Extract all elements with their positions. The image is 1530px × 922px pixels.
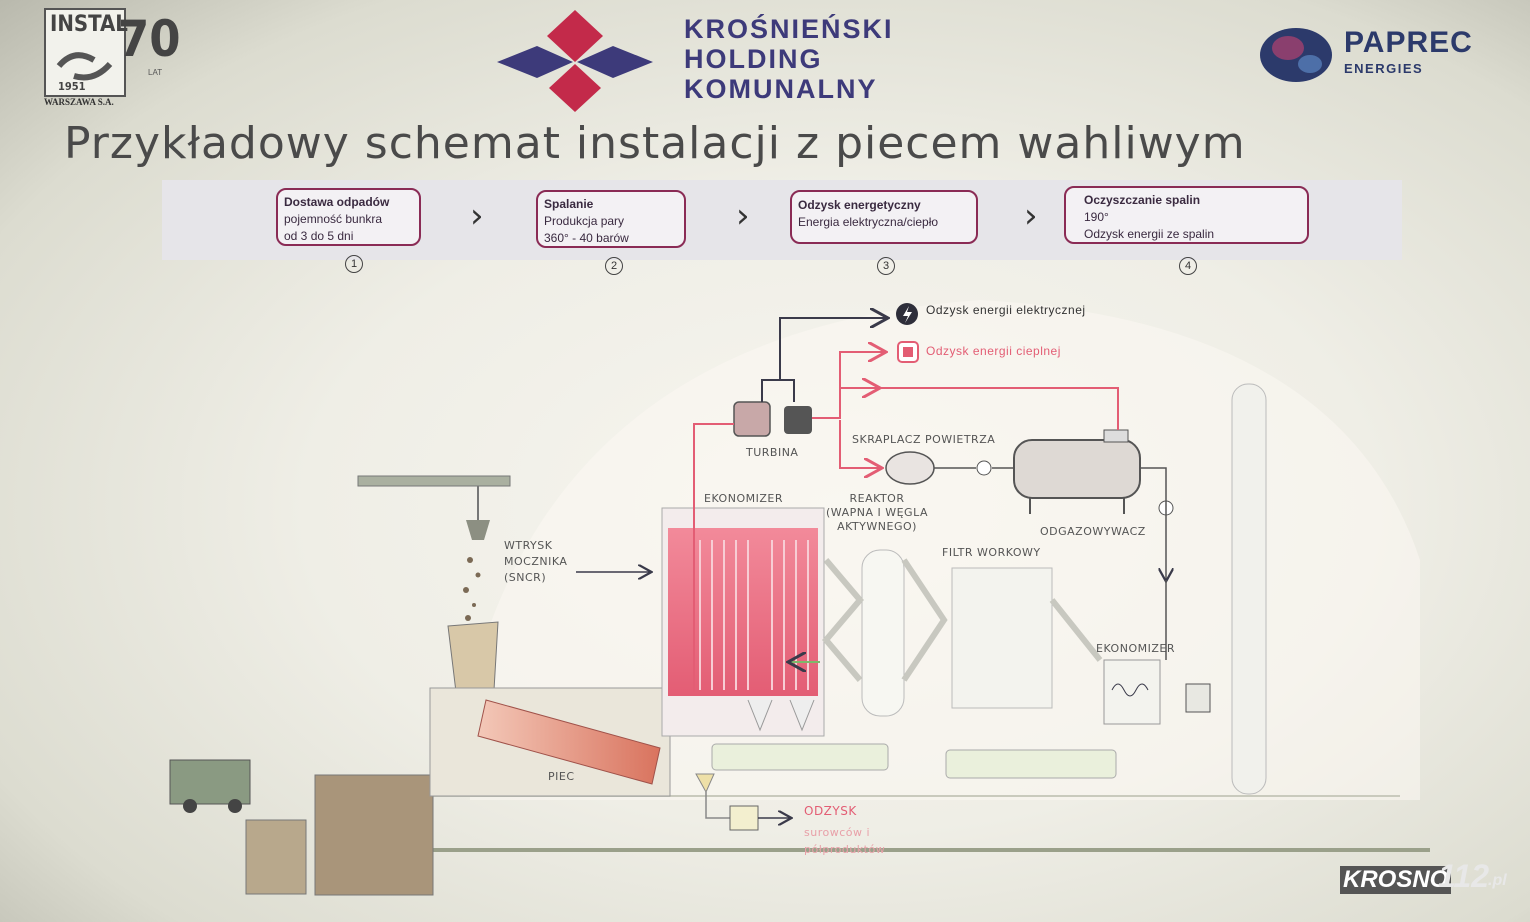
condenser-label: SKRAPLACZ POWIETRZA — [852, 433, 996, 446]
air-condenser-icon — [885, 451, 935, 485]
reactor-vessel — [861, 549, 905, 717]
step-4-box: Oczyszczanie spalin 190° Odzysk energii … — [1064, 186, 1309, 244]
step-1-box: Dostawa odpadów pojemność bunkra od 3 do… — [276, 188, 421, 246]
urea-label-2: MOCZNIKA — [504, 555, 568, 568]
step-2-title: Spalanie — [544, 197, 594, 211]
paprec-sub: ENERGIES — [1344, 61, 1424, 76]
paprec-globe-icon — [1260, 28, 1332, 82]
deaerator-tank — [1013, 439, 1141, 499]
step-4-line-2: 190° — [1084, 210, 1109, 224]
instal-arrows-icon — [56, 52, 113, 81]
ash-conveyor-2 — [945, 749, 1117, 779]
deaerator-label: ODGAZOWYWACZ — [1040, 525, 1146, 538]
electric-recovery-label: Odzysk energii elektrycznej — [926, 303, 1086, 317]
bunker-left — [245, 819, 307, 895]
step-2-line-2: Produkcja pary — [544, 214, 625, 228]
step-3-line-2: Energia elektryczna/ciepło — [798, 215, 939, 229]
water-flow-arrow — [1140, 467, 1166, 580]
watermark-112: 112 — [1438, 858, 1490, 894]
step-4-title: Oczyszczanie spalin — [1084, 193, 1201, 207]
step-4-line-3: Odzysk energii ze spalin — [1084, 227, 1215, 241]
step-1-line-2: pojemność bunkra — [284, 212, 383, 226]
step-3-box: Odzysk energetyczny Energia elektryczna/… — [790, 190, 978, 244]
chevron-right-icon: › — [470, 196, 484, 236]
garbage-truck-icon — [169, 759, 251, 805]
falling-waste — [463, 557, 481, 632]
bag-filter — [951, 567, 1053, 709]
step-2-number: 2 — [605, 257, 623, 275]
reactor-label: REAKTOR (WAPNA I WĘGLA AKTYWNEGO) — [826, 492, 928, 534]
boiler-tubes — [699, 540, 809, 690]
chevron-right-icon: › — [736, 196, 750, 236]
heat-flow-arrow — [812, 352, 884, 419]
urea-label-3: (SNCR) — [504, 571, 547, 584]
khk-line-1: KROŚNIEŃSKI — [684, 14, 894, 44]
turbine-icon — [733, 401, 771, 437]
duct-1 — [822, 558, 864, 682]
instal-lat: LAT — [148, 68, 163, 77]
economizer-top-label: EKONOMIZER — [704, 492, 783, 505]
step-4-number: 4 — [1179, 257, 1197, 275]
urea-injection-label: WTRYSK MOCZNIKA (SNCR) — [504, 538, 567, 586]
instal-logo: INSTAL 1951 — [44, 8, 128, 97]
ash-funnel — [695, 773, 715, 794]
heat-recovery-label: Odzysk energii cieplnej — [926, 344, 1061, 358]
turbine-label: TURBINA — [746, 446, 799, 459]
step-1-line-3: od 3 do 5 dni — [284, 229, 354, 243]
step-2-box: Spalanie Produkcja pary 360° - 40 barów — [536, 190, 686, 248]
economizer-coil-icon — [1111, 683, 1149, 697]
crane-rail — [357, 475, 511, 487]
kiln-label: PIEC — [548, 770, 575, 783]
recovery-sub-1: surowców i — [804, 826, 871, 839]
instal-anniversary: 70 — [118, 10, 181, 68]
watermark-pl: .pl — [1488, 872, 1507, 889]
bunker-right — [314, 774, 434, 896]
page-title: Przykładowy schemat instalacji z piecem … — [64, 118, 1246, 169]
generator-icon — [784, 406, 812, 434]
crane-grab-icon — [466, 520, 490, 540]
khk-logo-text: KROŚNIEŃSKI HOLDING KOMUNALNY — [684, 14, 894, 104]
reactor-label-2: (WAPNA I WĘGLA — [826, 506, 928, 519]
step-1-title: Dostawa odpadów — [284, 195, 390, 209]
bag-filter-label: FILTR WORKOWY — [942, 546, 1041, 559]
khk-logo-icon — [497, 10, 653, 112]
ash-conveyor-1 — [711, 743, 889, 771]
step-1-number: 1 — [345, 255, 363, 273]
khk-line-2: HOLDING — [684, 44, 823, 74]
economizer-right-label: EKONOMIZER — [1096, 642, 1175, 655]
boiler-hoppers — [747, 699, 815, 732]
electric-flow-arrow — [779, 318, 886, 380]
instal-logo-word: INSTAL — [50, 12, 128, 37]
step-2-line-3: 360° - 40 barów — [544, 231, 629, 245]
recovery-sub-2: półproduktów — [804, 843, 886, 856]
instal-logo-year: 1951 — [58, 80, 86, 93]
feed-hopper — [447, 621, 499, 693]
khk-line-3: KOMUNALNY — [684, 74, 878, 104]
rotary-kiln — [477, 699, 661, 785]
watermark-krosno: KROSNO — [1340, 866, 1452, 894]
instal-company: WARSZAWA S.A. — [44, 97, 114, 107]
reactor-label-3: AKTYWNEGO) — [837, 520, 917, 533]
paprec-name: PAPREC — [1344, 26, 1473, 59]
urea-label-1: WTRYSK — [504, 539, 553, 552]
deaerator-dome — [1103, 429, 1129, 443]
recovery-sub-label: surowców i półproduktów — [804, 824, 885, 858]
steam-line — [693, 423, 734, 692]
reactor-label-1: REAKTOR — [849, 492, 905, 505]
step-3-number: 3 — [877, 257, 895, 275]
chevron-right-icon: › — [1024, 196, 1038, 236]
recovery-label: ODZYSK — [804, 804, 857, 818]
duct-3 — [1049, 598, 1103, 662]
economizer-unit — [1103, 659, 1161, 725]
pump-icon — [976, 460, 992, 476]
fan-icon — [1185, 683, 1211, 713]
chimney-stack — [1231, 383, 1267, 795]
step-3-title: Odzysk energetyczny — [798, 198, 921, 212]
duct-2 — [901, 558, 948, 682]
recovery-container-icon — [729, 805, 759, 831]
